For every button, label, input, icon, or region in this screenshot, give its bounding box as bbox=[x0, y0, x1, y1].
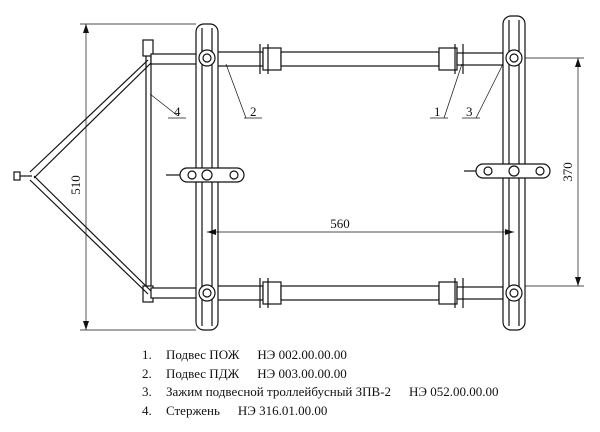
top-tube bbox=[150, 44, 504, 74]
left-clamp bbox=[166, 167, 245, 183]
dimension-560-label: 560 bbox=[330, 216, 350, 231]
leader-4 bbox=[149, 93, 179, 117]
callout-3: 3 bbox=[466, 104, 473, 119]
callout-2: 2 bbox=[250, 104, 257, 119]
vertical-rod bbox=[142, 39, 154, 303]
leader-2 bbox=[225, 63, 247, 119]
callout-4: 4 bbox=[174, 104, 181, 119]
dimension-510 bbox=[80, 23, 196, 331]
dimension-370 bbox=[525, 57, 584, 287]
triangle-frame bbox=[13, 59, 153, 295]
leader-1 bbox=[443, 63, 463, 119]
leader-3 bbox=[475, 63, 504, 119]
dimension-510-label: 510 bbox=[68, 175, 83, 195]
technical-drawing: 510 370 560 4 2 1 3 bbox=[13, 15, 584, 331]
right-clamp bbox=[464, 163, 551, 179]
bottom-tube bbox=[150, 278, 504, 308]
callout-1: 1 bbox=[434, 104, 441, 119]
dimension-370-label: 370 bbox=[560, 162, 575, 182]
